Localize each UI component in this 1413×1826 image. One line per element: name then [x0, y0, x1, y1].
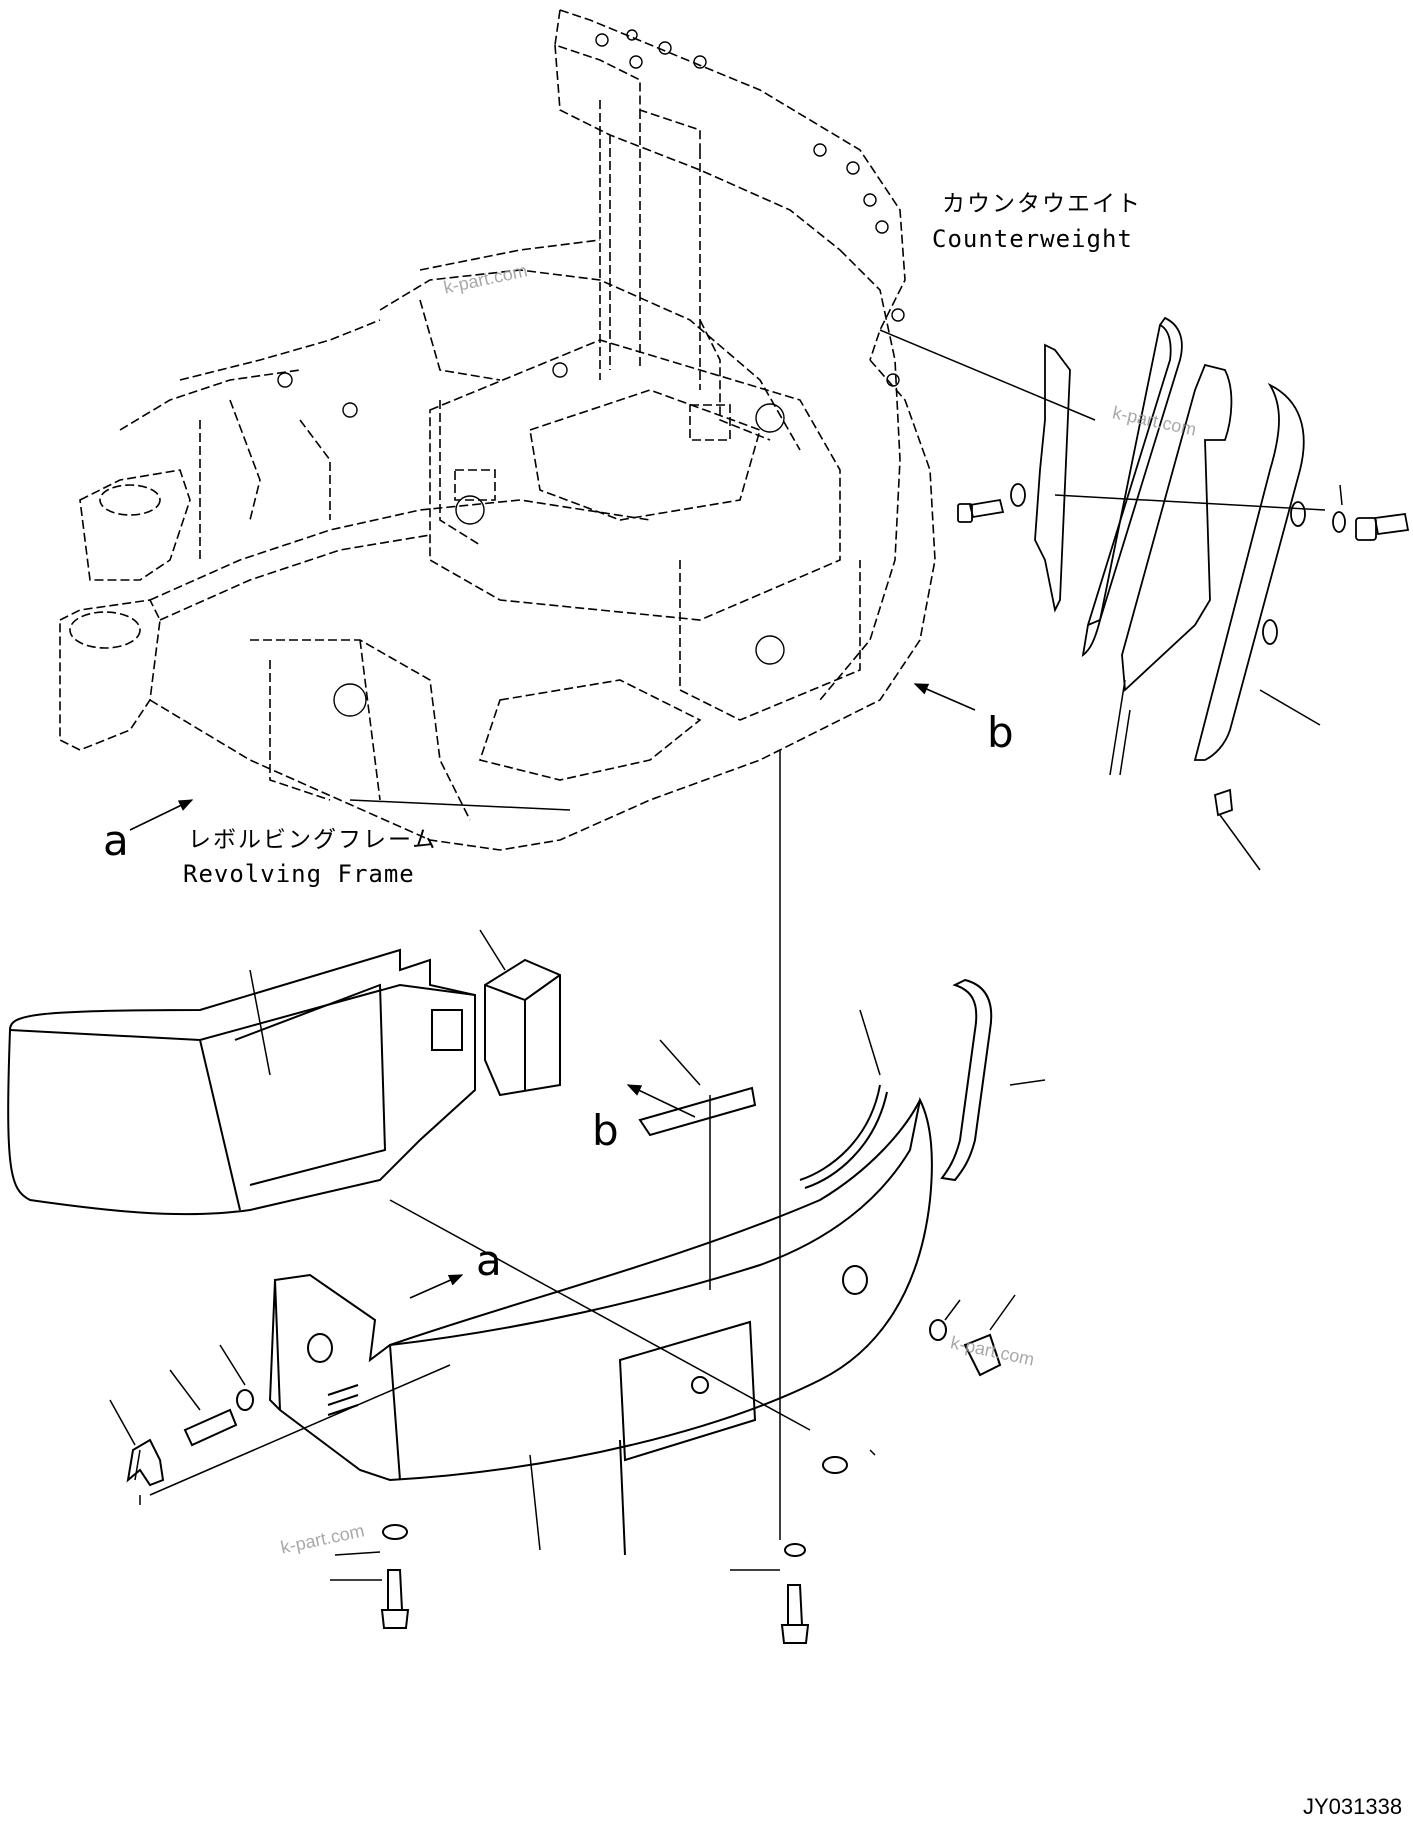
frame-bolt-holes: [277, 29, 905, 717]
counterweight-pads: [957, 316, 1410, 817]
counterweight-body: [7, 948, 1002, 1644]
leader-lines: [109, 329, 1343, 1581]
callout-arrows: [129, 683, 976, 1299]
drawing-code: JY031338: [1303, 1794, 1403, 1819]
callout-b-frame: b: [987, 708, 1014, 757]
callout-a-frame: a: [103, 816, 129, 865]
callout-b-counterweight: b: [592, 1106, 619, 1155]
revolving-frame-label-en: Revolving Frame: [183, 860, 415, 888]
revolving-frame: [59, 9, 936, 851]
counterweight-label-jp: カウンタウエイト: [942, 191, 1142, 217]
revolving-frame-label-jp: レボルビングフレーム: [188, 827, 438, 853]
counterweight-label-en: Counterweight: [932, 225, 1133, 253]
callout-a-counterweight: a: [476, 1236, 502, 1285]
